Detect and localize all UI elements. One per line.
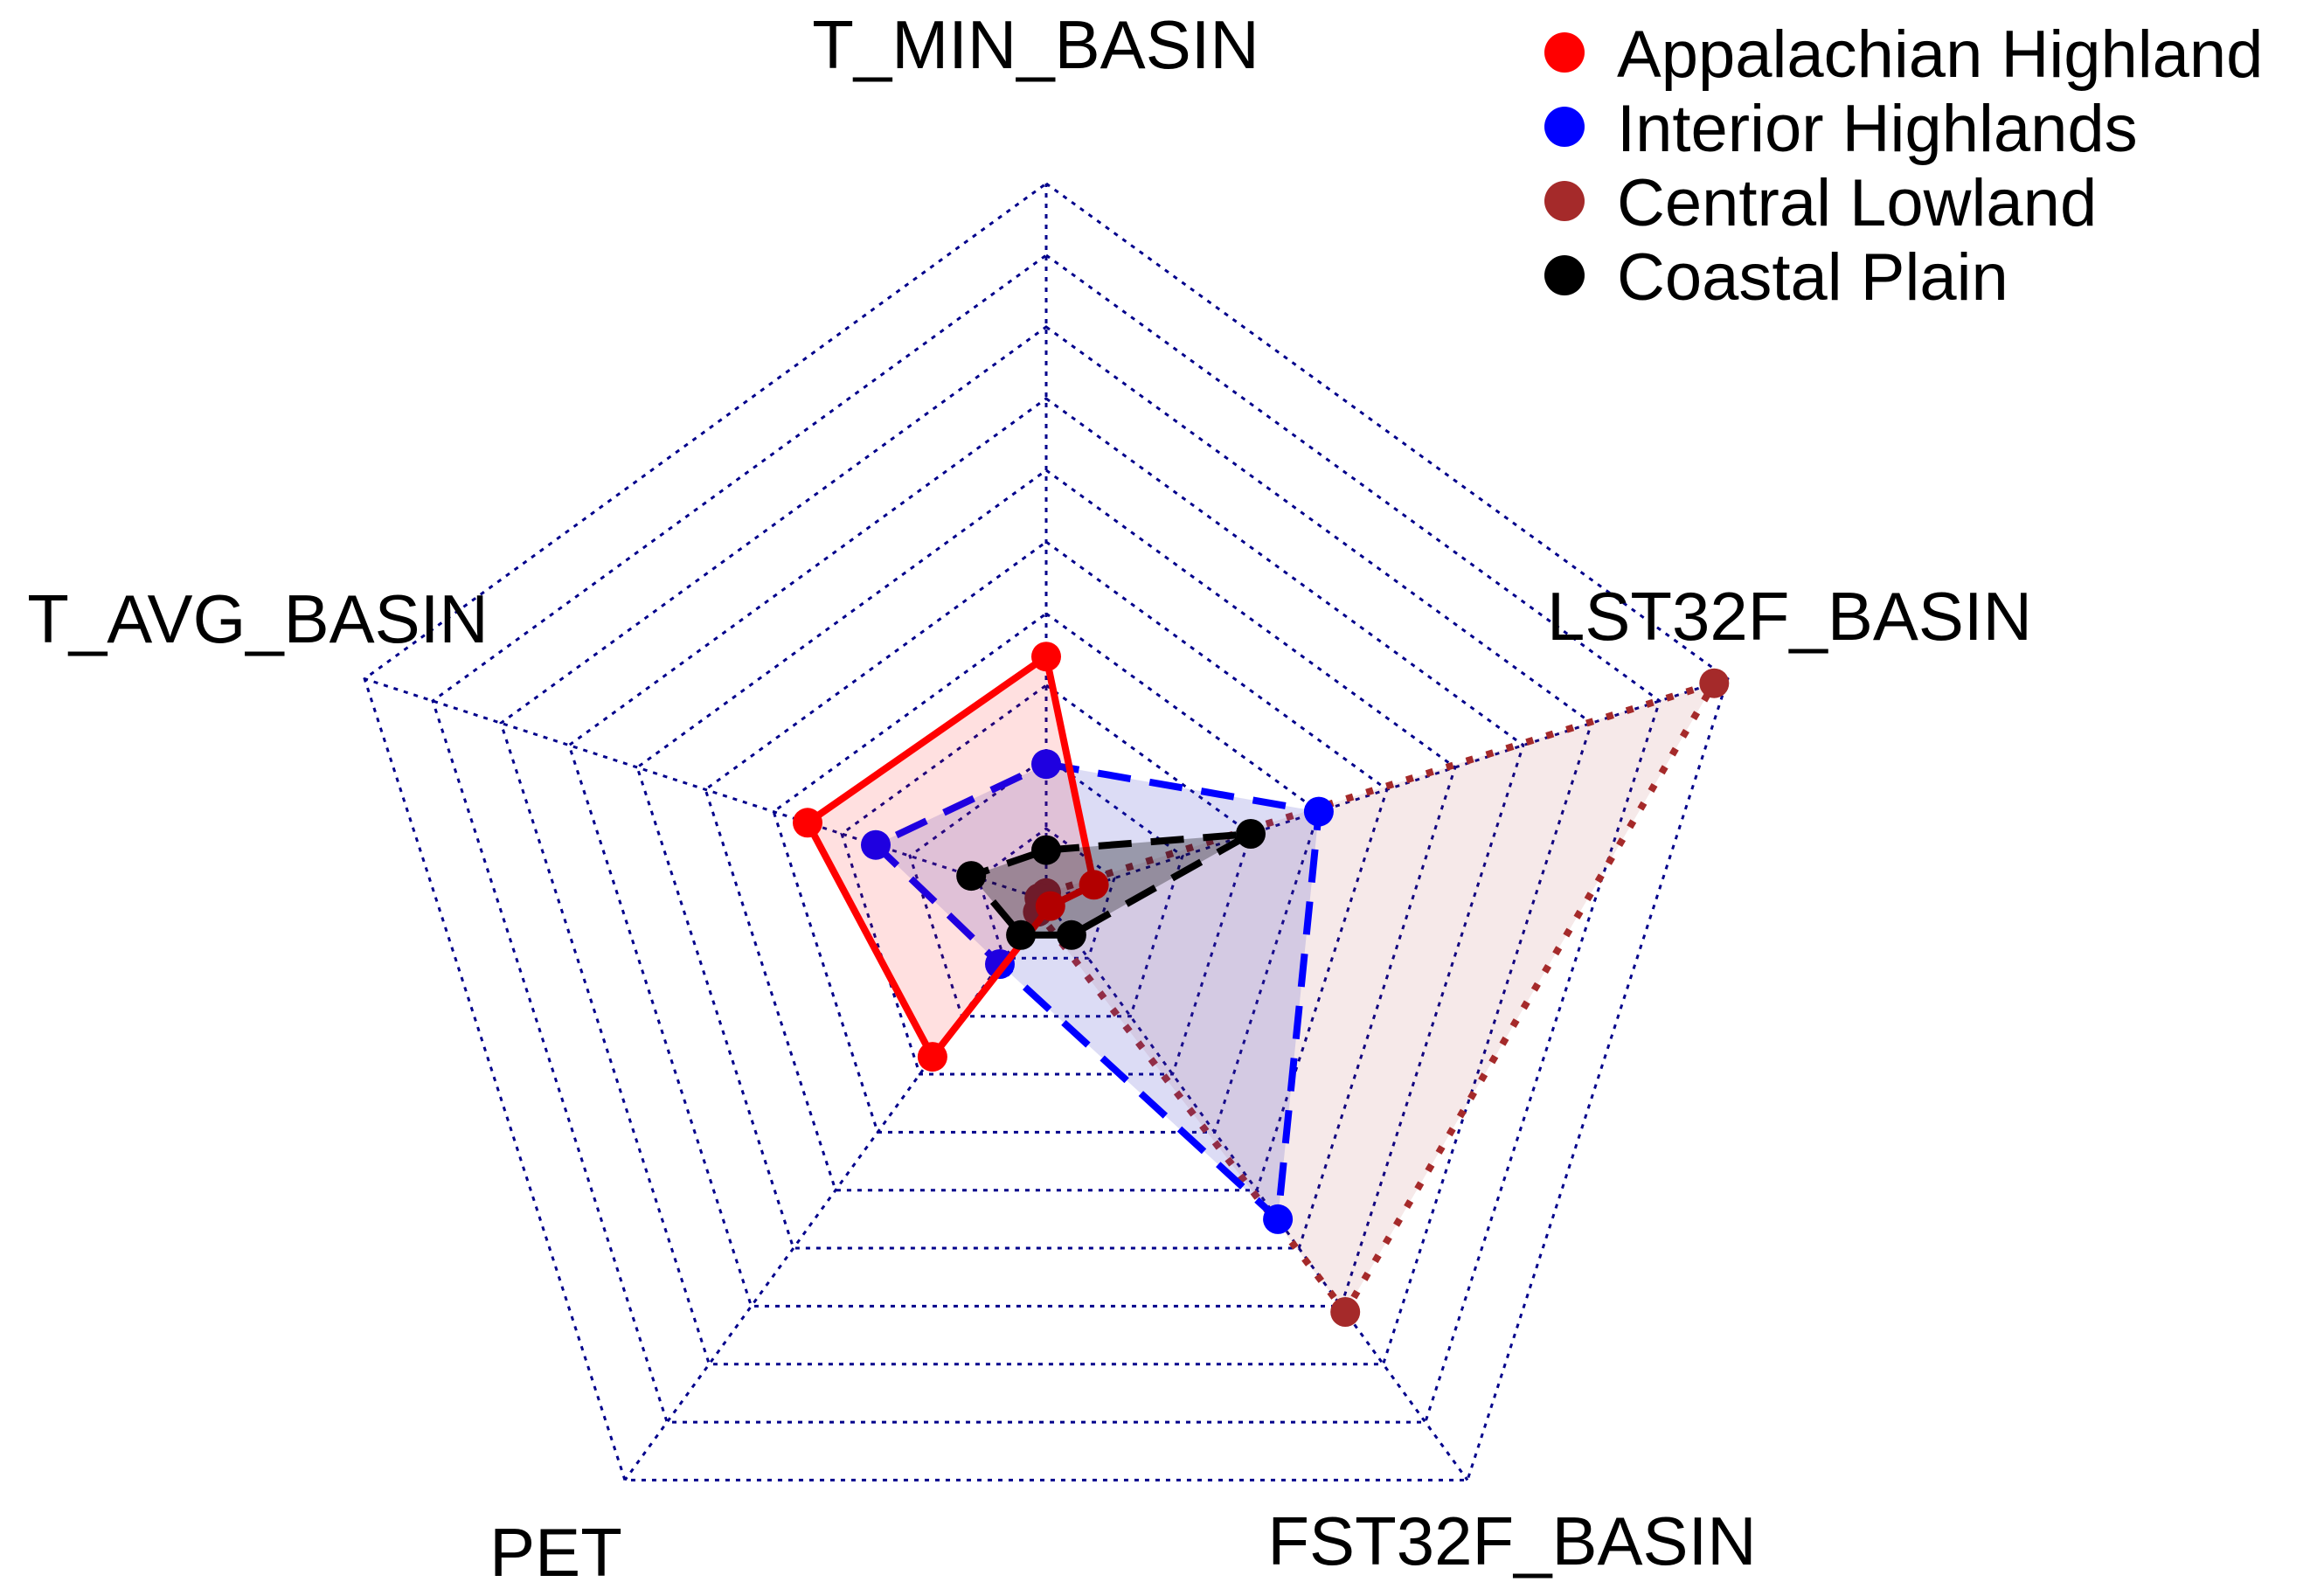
radar-series [793, 642, 1730, 1327]
series-interior-highlands [861, 749, 1334, 1234]
legend-label-appalachian-highland: Appalachian Highland [1617, 17, 2263, 92]
grid-ring-9 [431, 253, 1661, 1424]
data-point-coastal-plain-t-avg-basin [956, 861, 987, 892]
grid-ring-3 [840, 684, 1252, 1076]
data-point-central-lowland-fst32f-basin [1330, 1297, 1361, 1327]
legend-marker-interior-highlands [1544, 107, 1585, 147]
data-point-appalachian-highland-fst32f-basin [1035, 891, 1065, 921]
data-point-appalachian-highland-pet [917, 1042, 947, 1072]
legend-marker-coastal-plain [1544, 255, 1585, 295]
grid-spoke-t-avg-basin [364, 677, 1047, 902]
series-polygon-interior-highlands [872, 760, 1322, 1223]
grid-ring-5 [704, 540, 1389, 1192]
grid-spoke-lst32f-basin [1045, 677, 1729, 902]
grid-spoke-fst32f-basin [1044, 899, 1469, 1482]
legend-item-central-lowland: Central Lowland [1544, 166, 2097, 240]
data-point-coastal-plain-fst32f-basin [1056, 919, 1086, 950]
series-polygon-central-lowland [1034, 679, 1718, 1315]
data-point-appalachian-highland-t-avg-basin [793, 808, 822, 838]
data-point-central-lowland-lst32f-basin [1699, 668, 1730, 698]
grid-ring-6 [635, 468, 1457, 1250]
grid-ring-4 [772, 612, 1321, 1134]
legend-label-central-lowland: Central Lowland [1617, 166, 2097, 240]
grid-ring-1 [976, 827, 1116, 960]
legend: Appalachian Highland Interior Highlands … [1544, 17, 2263, 315]
data-point-interior-highlands-lst32f-basin [1303, 796, 1334, 827]
data-point-interior-highlands-t-min-basin [1031, 749, 1061, 780]
legend-item-interior-highlands: Interior Highlands [1544, 92, 2138, 166]
axis-label-t-min-basin: T_MIN_BASIN [812, 6, 1259, 83]
legend-label-coastal-plain: Coastal Plain [1617, 240, 2008, 315]
series-polygon-appalachian-highland [804, 653, 1098, 1061]
grid-ring-7 [567, 397, 1525, 1308]
data-point-coastal-plain-lst32f-basin [1236, 819, 1266, 849]
data-point-coastal-plain-t-min-basin [1031, 835, 1061, 865]
axis-label-pet: PET [489, 1514, 622, 1591]
axis-label-lst32f-basin: LST32F_BASIN [1547, 578, 2032, 655]
data-point-appalachian-highland-lst32f-basin [1079, 870, 1109, 900]
data-point-interior-highlands-t-avg-basin [861, 829, 891, 860]
series-appalachian-highland [793, 642, 1109, 1072]
series-coastal-plain [956, 819, 1266, 950]
axis-label-t-avg-basin: T_AVG_BASIN [27, 580, 488, 657]
axis-label-fst32f-basin: FST32F_BASIN [1267, 1502, 1756, 1579]
legend-item-appalachian-highland: Appalachian Highland [1544, 17, 2263, 92]
data-point-interior-highlands-fst32f-basin [1263, 1204, 1294, 1234]
data-point-coastal-plain-pet [1006, 919, 1037, 950]
radar-grid [363, 182, 1730, 1482]
legend-label-interior-highlands: Interior Highlands [1617, 92, 2138, 166]
legend-marker-appalachian-highland [1544, 32, 1585, 73]
data-point-appalachian-highland-t-min-basin [1031, 642, 1061, 672]
legend-marker-central-lowland [1544, 181, 1585, 221]
legend-item-coastal-plain: Coastal Plain [1544, 240, 2008, 315]
